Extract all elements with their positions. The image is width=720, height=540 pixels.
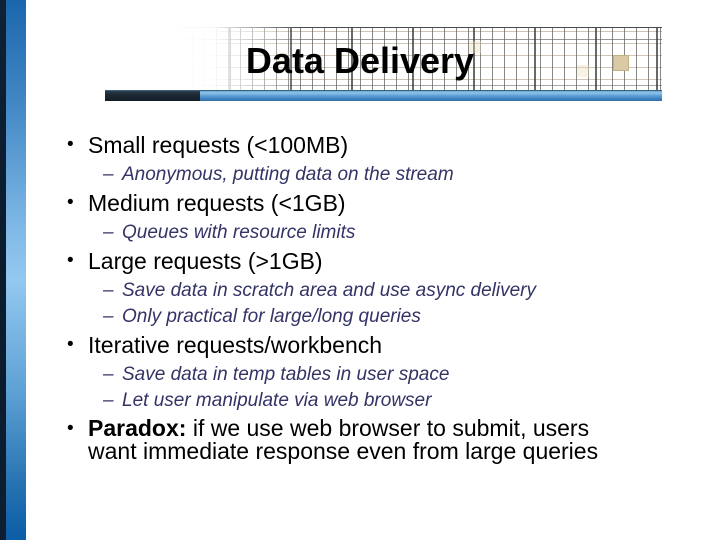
bullet-dot-icon: • [67,418,74,439]
bullet-text: Large requests (>1GB) [88,248,323,274]
dash-icon: – [103,280,114,301]
bullet-item: • Medium requests (<1GB) [60,191,620,215]
bullet-list: •Small requests (<100MB)–Anonymous, putt… [60,130,620,468]
bullet-text: Small requests (<100MB) [88,132,349,158]
dash-icon: – [103,164,114,185]
sub-bullet-item: –Anonymous, putting data on the stream [60,162,620,188]
sub-bullet-text: Save data in scratch area and use async … [122,280,537,301]
bullet-text: Medium requests (<1GB) [88,190,346,216]
bullet-dot-icon: • [67,250,74,271]
sub-bullet-text: Anonymous, putting data on the stream [122,164,454,185]
dash-icon: – [103,306,114,327]
bullet-item: • Paradox: if we use web browser to submi… [60,417,620,463]
grid-accent-square [613,55,629,71]
bullet-item: • Iterative requests/workbench [60,333,620,357]
sub-bullet-text: Let user manipulate via web browser [122,390,432,411]
sub-bullet-item: –Queues with resource limits [60,220,620,246]
title-underline-bar [105,90,662,101]
bullet-bold-prefix: Paradox: [88,415,187,441]
sub-bullet-item: –Let user manipulate via web browser [60,388,620,414]
dash-icon: – [103,390,114,411]
bullet-item: • Small requests (<100MB) [60,133,620,157]
bullet-item: • Large requests (>1GB) [60,249,620,273]
sub-bullet-text: Only practical for large/long queries [122,306,421,327]
left-edge-blue-stripe [6,0,26,540]
sub-bullet-text: Queues with resource limits [122,222,356,243]
title-underline-dark-segment [105,91,200,101]
grid-faint-cell [469,41,481,53]
sub-bullet-item: –Only practical for large/long queries [60,304,620,330]
bullet-dot-icon: • [67,134,74,155]
dash-icon: – [103,364,114,385]
grid-faint-cell [577,65,589,77]
left-edge-dark-stripe [0,0,6,540]
sub-bullet-item: –Save data in temp tables in user space [60,362,620,388]
title-grid-decoration [168,27,662,93]
grid-fade-overlay [168,27,298,93]
bullet-text: Paradox: if we use web browser to submit… [88,415,599,464]
sub-bullet-text: Save data in temp tables in user space [122,364,450,385]
bullet-dot-icon: • [67,192,74,213]
bullet-dot-icon: • [67,334,74,355]
sub-bullet-item: –Save data in scratch area and use async… [60,278,620,304]
slide-title: Data Delivery [245,40,475,81]
dash-icon: – [103,222,114,243]
bullet-text: Iterative requests/workbench [88,332,383,358]
